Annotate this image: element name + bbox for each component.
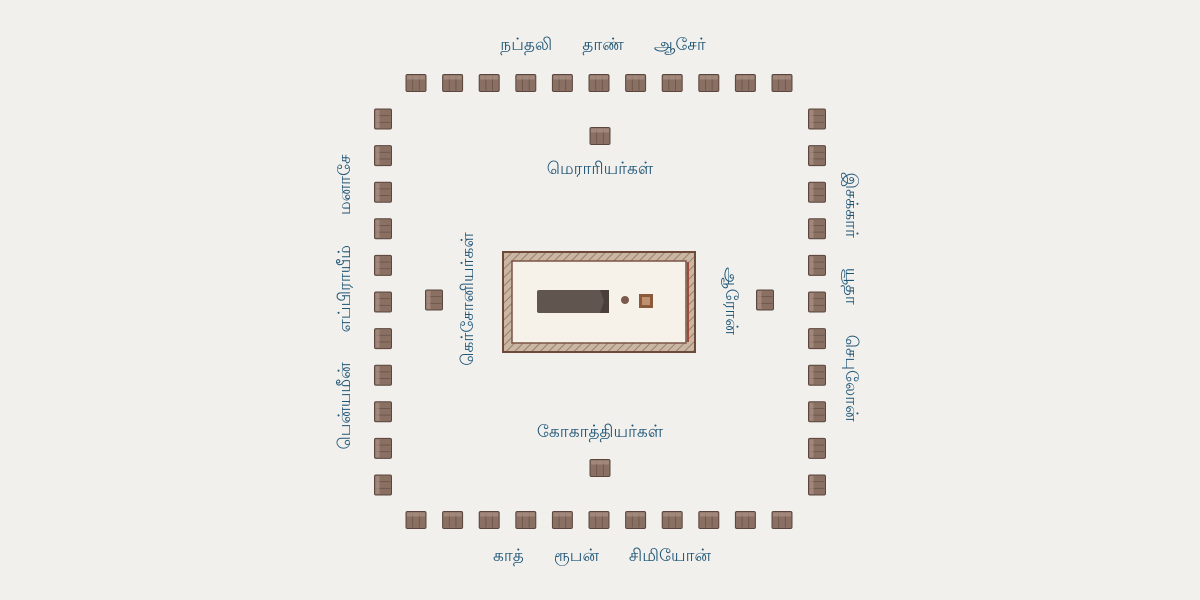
tent-icon	[808, 291, 826, 313]
tent-icon	[374, 437, 392, 459]
tent-icon	[589, 127, 611, 145]
tribe-label: இசக்கார்	[841, 172, 861, 238]
tent-icon	[625, 511, 647, 529]
tent-icon	[808, 254, 826, 276]
tent-icon	[478, 74, 500, 92]
tribe-label: செபுலோன்	[841, 334, 861, 422]
tent-icon	[808, 437, 826, 459]
levites-south-label: கோகாத்தியர்கள்	[536, 422, 664, 442]
lampstand	[621, 296, 629, 304]
tribe-label: ஆசேர்	[653, 35, 706, 55]
tent-icon	[405, 74, 427, 92]
tent-icon	[771, 511, 793, 529]
levites-west-label: கெர்சோனியர்கள்	[458, 232, 478, 366]
tent-icon	[551, 74, 573, 92]
tent-icon	[808, 328, 826, 350]
tent-icon	[442, 74, 464, 92]
tent-icon	[515, 511, 537, 529]
tent-icon	[374, 474, 392, 496]
tribe-label: எப்பிராயீம்	[335, 245, 355, 333]
tribe-label: மனாசே	[335, 154, 355, 216]
tent-icon	[425, 289, 443, 311]
tent-icon	[374, 218, 392, 240]
tent-rows	[374, 74, 826, 529]
tent-icon	[374, 108, 392, 130]
tent-icon	[808, 218, 826, 240]
tent-icon	[808, 145, 826, 167]
tent-icon	[374, 401, 392, 423]
tent-icon	[808, 364, 826, 386]
tent-icon	[442, 511, 464, 529]
tent-icon	[405, 511, 427, 529]
tribe-label: தாண்	[582, 35, 624, 55]
tribe-label: ரூபன்	[553, 546, 599, 566]
tent-icon	[589, 459, 611, 477]
tent-icon	[771, 74, 793, 92]
tabernacle	[502, 251, 696, 353]
tribe-label: நப்தலி	[500, 35, 553, 55]
tribe-label: யூதா	[841, 267, 861, 305]
tribes-north: நப்தலி தாண் ஆசேர்	[500, 35, 705, 57]
tent-icon	[698, 511, 720, 529]
tent-icon	[756, 289, 774, 311]
tent-icon	[374, 364, 392, 386]
tent-icon	[478, 511, 500, 529]
tribe-label: காத்	[493, 546, 524, 566]
tent-icon	[374, 328, 392, 350]
tribes-south: காத் ரூபன் சிமியோன்	[493, 546, 711, 568]
tent-icon	[374, 181, 392, 203]
levites-north-label: மெராரியர்கள்	[546, 159, 654, 179]
tent-icon	[625, 74, 647, 92]
tent-icon	[374, 291, 392, 313]
tent-icon	[374, 254, 392, 276]
ark-of-covenant	[537, 290, 609, 313]
tribes-west: பென்யமீன் எப்பிராயீம் மனாசே	[335, 154, 357, 449]
tribes-east: இசக்கார் யூதா செபுலோன்	[839, 172, 861, 421]
tent-icon	[698, 74, 720, 92]
tent-icon	[734, 74, 756, 92]
tent-icon	[661, 74, 683, 92]
tent-icon	[588, 74, 610, 92]
tent-icon	[551, 511, 573, 529]
tent-icon	[515, 74, 537, 92]
tent-icon	[808, 181, 826, 203]
levites-east-label: ஆரோன்	[721, 267, 741, 335]
tent-icon	[734, 511, 756, 529]
tent-icon	[374, 145, 392, 167]
tent-icon	[808, 401, 826, 423]
tribe-label: பென்யமீன்	[335, 362, 355, 450]
altar	[639, 294, 653, 308]
tent-icon	[661, 511, 683, 529]
tent-icon	[808, 108, 826, 130]
tent-icon	[588, 511, 610, 529]
tribe-label: சிமியோன்	[628, 546, 711, 566]
tent-icon	[808, 474, 826, 496]
